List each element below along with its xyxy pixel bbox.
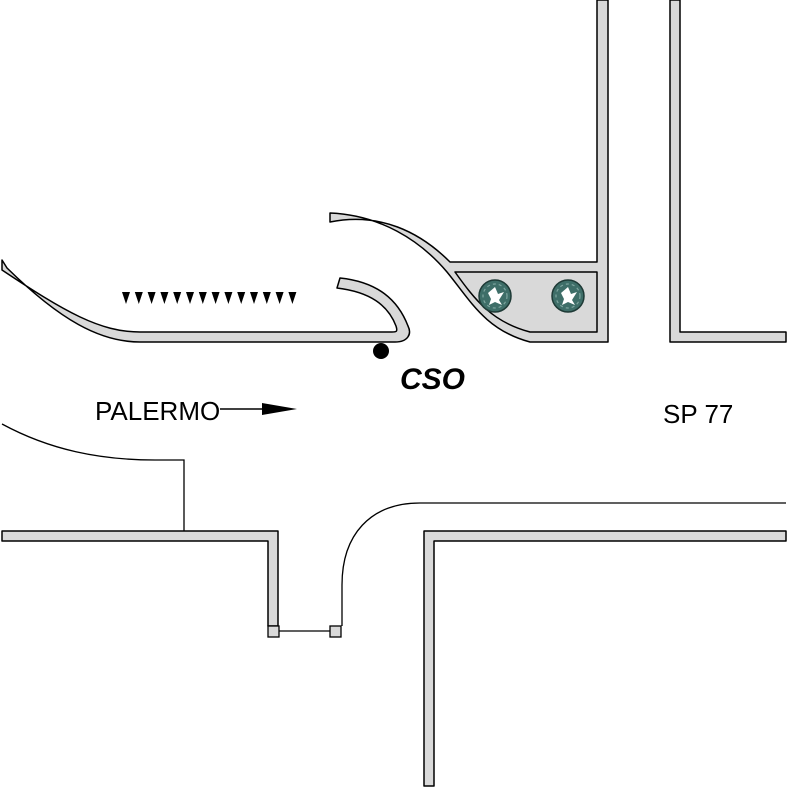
southwest-curb (1, 530, 279, 627)
west-road-label: PALERMO (95, 396, 220, 426)
gate-post-left (267, 625, 280, 638)
yield-tooth (275, 292, 284, 304)
yield-tooth (250, 292, 258, 304)
yield-tooth (288, 292, 297, 304)
gate-post-right (329, 625, 342, 638)
arrow-right-icon (220, 403, 297, 415)
yield-tooth (224, 292, 233, 304)
yield-tooth (134, 292, 143, 304)
yield-teeth-icon (122, 292, 297, 304)
northwest-curb (1, 259, 411, 343)
shrub-icon (478, 279, 512, 313)
yield-tooth (122, 292, 130, 304)
yield-tooth (237, 292, 246, 304)
yield-tooth (198, 292, 207, 304)
southwest-boundary-line (1, 423, 185, 531)
side-road-edge-line (341, 502, 786, 626)
shrub-icon (551, 279, 585, 313)
yield-tooth (262, 292, 271, 304)
yield-tooth (173, 292, 182, 304)
east-road-label: SP 77 (663, 399, 733, 429)
dot-marker-icon (373, 343, 389, 359)
yield-tooth (160, 292, 169, 304)
yield-tooth (211, 292, 220, 304)
yield-tooth (186, 292, 194, 304)
point-label: CSO (400, 363, 465, 396)
southeast-curb (423, 530, 787, 787)
yield-tooth (147, 292, 156, 304)
northeast-curb (669, 0, 787, 343)
